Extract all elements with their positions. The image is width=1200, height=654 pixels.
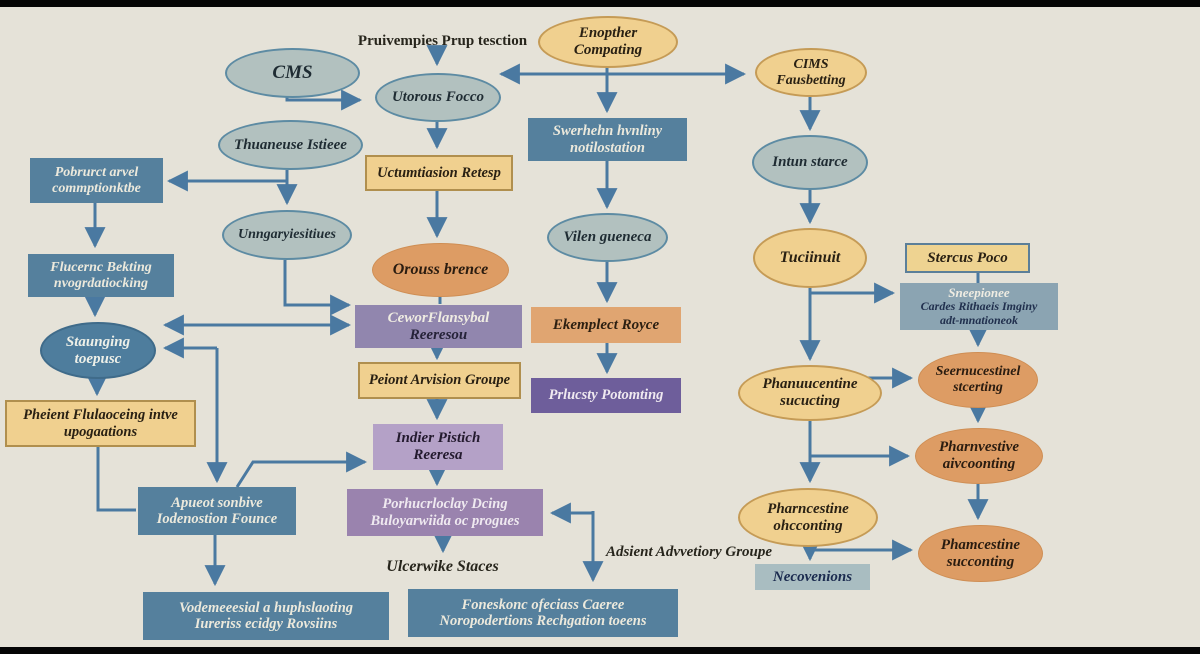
node-label: Phamcestine succonting [940,536,1021,570]
node-label: Unngaryiesitiues [237,227,336,243]
node-label: Vodemeeesial a huphslaoting Iureriss eci… [178,599,354,632]
node-orouss: Orouss brence [372,243,509,297]
node-label: Utorous Focco [391,89,485,106]
label-ulcerwike: Ulcerwike Staces [386,558,499,575]
node-ceworfl: CeworFlansybal Reeresou [355,305,522,348]
node-peiont: Peiont Arvision Groupe [358,362,521,399]
node-label: Enopther Compating [573,25,643,58]
node-label: Orouss brence [392,261,489,279]
node-tuciinuit: Tuciinuit [753,228,867,288]
node-label-line1: Sneepionee [948,284,1010,300]
node-label: Swerhehn hvnliny notilostation [552,123,663,156]
node-seernuc: Seernucestinel stcerting [918,352,1038,408]
node-label: Flucernc Bekting nvogrdatiocking [50,259,152,291]
node-label-line2: Cardes Rithaeis Imginy adt-mnationeok [920,299,1038,327]
node-label: Foneskonc ofeciass Caeree Noropodertions… [439,596,647,629]
node-pobrurct: Pobrurct arvel commptionktbe [30,158,163,203]
node-intun: Intun starce [752,135,868,190]
node-label: Indier Pistich Reeresa [395,430,481,463]
node-label: CMS [272,62,313,84]
bottom-frame-bar [0,647,1200,654]
node-pheient: Pheient Flulaoceing intve upogaations [5,400,196,447]
node-thuaneuse: Thuaneuse Istieee [218,120,363,170]
node-necovenions: Necovenions [755,564,870,590]
node-label: Uctumtiasion Retesp [377,164,501,181]
node-label: CIMS Fausbetting [776,56,846,88]
node-label: Seernucestinel stcerting [935,364,1021,395]
node-label: Peiont Arvision Groupe [368,372,511,389]
node-phamc: Phamcestine succonting [918,525,1043,582]
node-label: Ekemplect Royce [552,316,660,333]
node-porhucr: Porhucrloclay Dcing Buloyarwiida oc prog… [347,489,543,536]
node-label-line2: Reeresou [409,326,468,343]
node-utorous: Utorous Focco [375,73,501,122]
node-enopther: Enopther Compating [538,16,678,68]
node-label: Porhucrloclay Dcing Buloyarwiida oc prog… [370,496,520,529]
node-indier: Indier Pistich Reeresa [373,424,503,470]
node-label: Apueot sonbive Iodenostion Founce [156,494,278,527]
node-label: Pharnvestive aivcoonting [939,439,1019,472]
node-label: Vilen gueneca [563,229,652,246]
node-pharnv: Pharnvestive aivcoonting [915,428,1043,484]
node-label: Phanuucentine sucucting [762,376,858,409]
node-uctumt: Uctumtiasion Retesp [365,155,513,191]
node-ohccont: Pharncestine ohcconting [738,488,878,547]
node-cms: CMS [225,48,360,98]
node-label: Intun starce [772,154,848,171]
node-flucernc: Flucernc Bekting nvogrdatiocking [28,254,174,297]
node-unngary: Unngaryiesitiues [222,210,352,260]
node-cims-fausbetting: CIMS Fausbetting [755,48,867,97]
label-adsient: Adsient Advvetiory Groupe [605,544,773,560]
node-apueot: Apueot sonbive Iodenostion Founce [138,487,296,535]
node-staunging: Staunging toepusc [40,322,156,379]
node-label: Necovenions [772,568,853,585]
node-vilen: Vilen gueneca [547,213,668,262]
label-pruivempies: Pruivempies Prup tesction [357,33,528,49]
node-ekemplect: Ekemplect Royce [531,307,681,343]
node-label: Tuciinuit [779,249,841,267]
node-vodem: Vodemeeesial a huphslaoting Iureriss eci… [143,592,389,640]
node-label: Pheient Flulaoceing intve upogaations [23,407,178,440]
node-foneskonc: Foneskonc ofeciass Caeree Noropodertions… [408,589,678,637]
node-label: Staunging toepusc [65,333,131,367]
node-swerhehn: Swerhehn hvnliny notilostation [528,118,687,161]
node-phanuu: Phanuucentine sucucting [738,365,882,421]
node-label: Pobrurct arvel commptionktbe [52,164,141,196]
top-frame-bar [0,0,1200,7]
node-label: Stercus Poco [927,249,1008,266]
node-stercus: Stercus Poco [905,243,1030,273]
node-label: Prlucsty Potomting [548,387,664,404]
node-label: Pharncestine ohcconting [767,500,849,534]
node-sneepionee: Sneepionee Cardes Rithaeis Imginy adt-mn… [900,283,1058,330]
node-prlucsty: Prlucsty Potomting [531,378,681,413]
node-label: Thuaneuse Istieee [234,136,347,153]
node-label-line1: CeworFlansybal [387,309,490,326]
